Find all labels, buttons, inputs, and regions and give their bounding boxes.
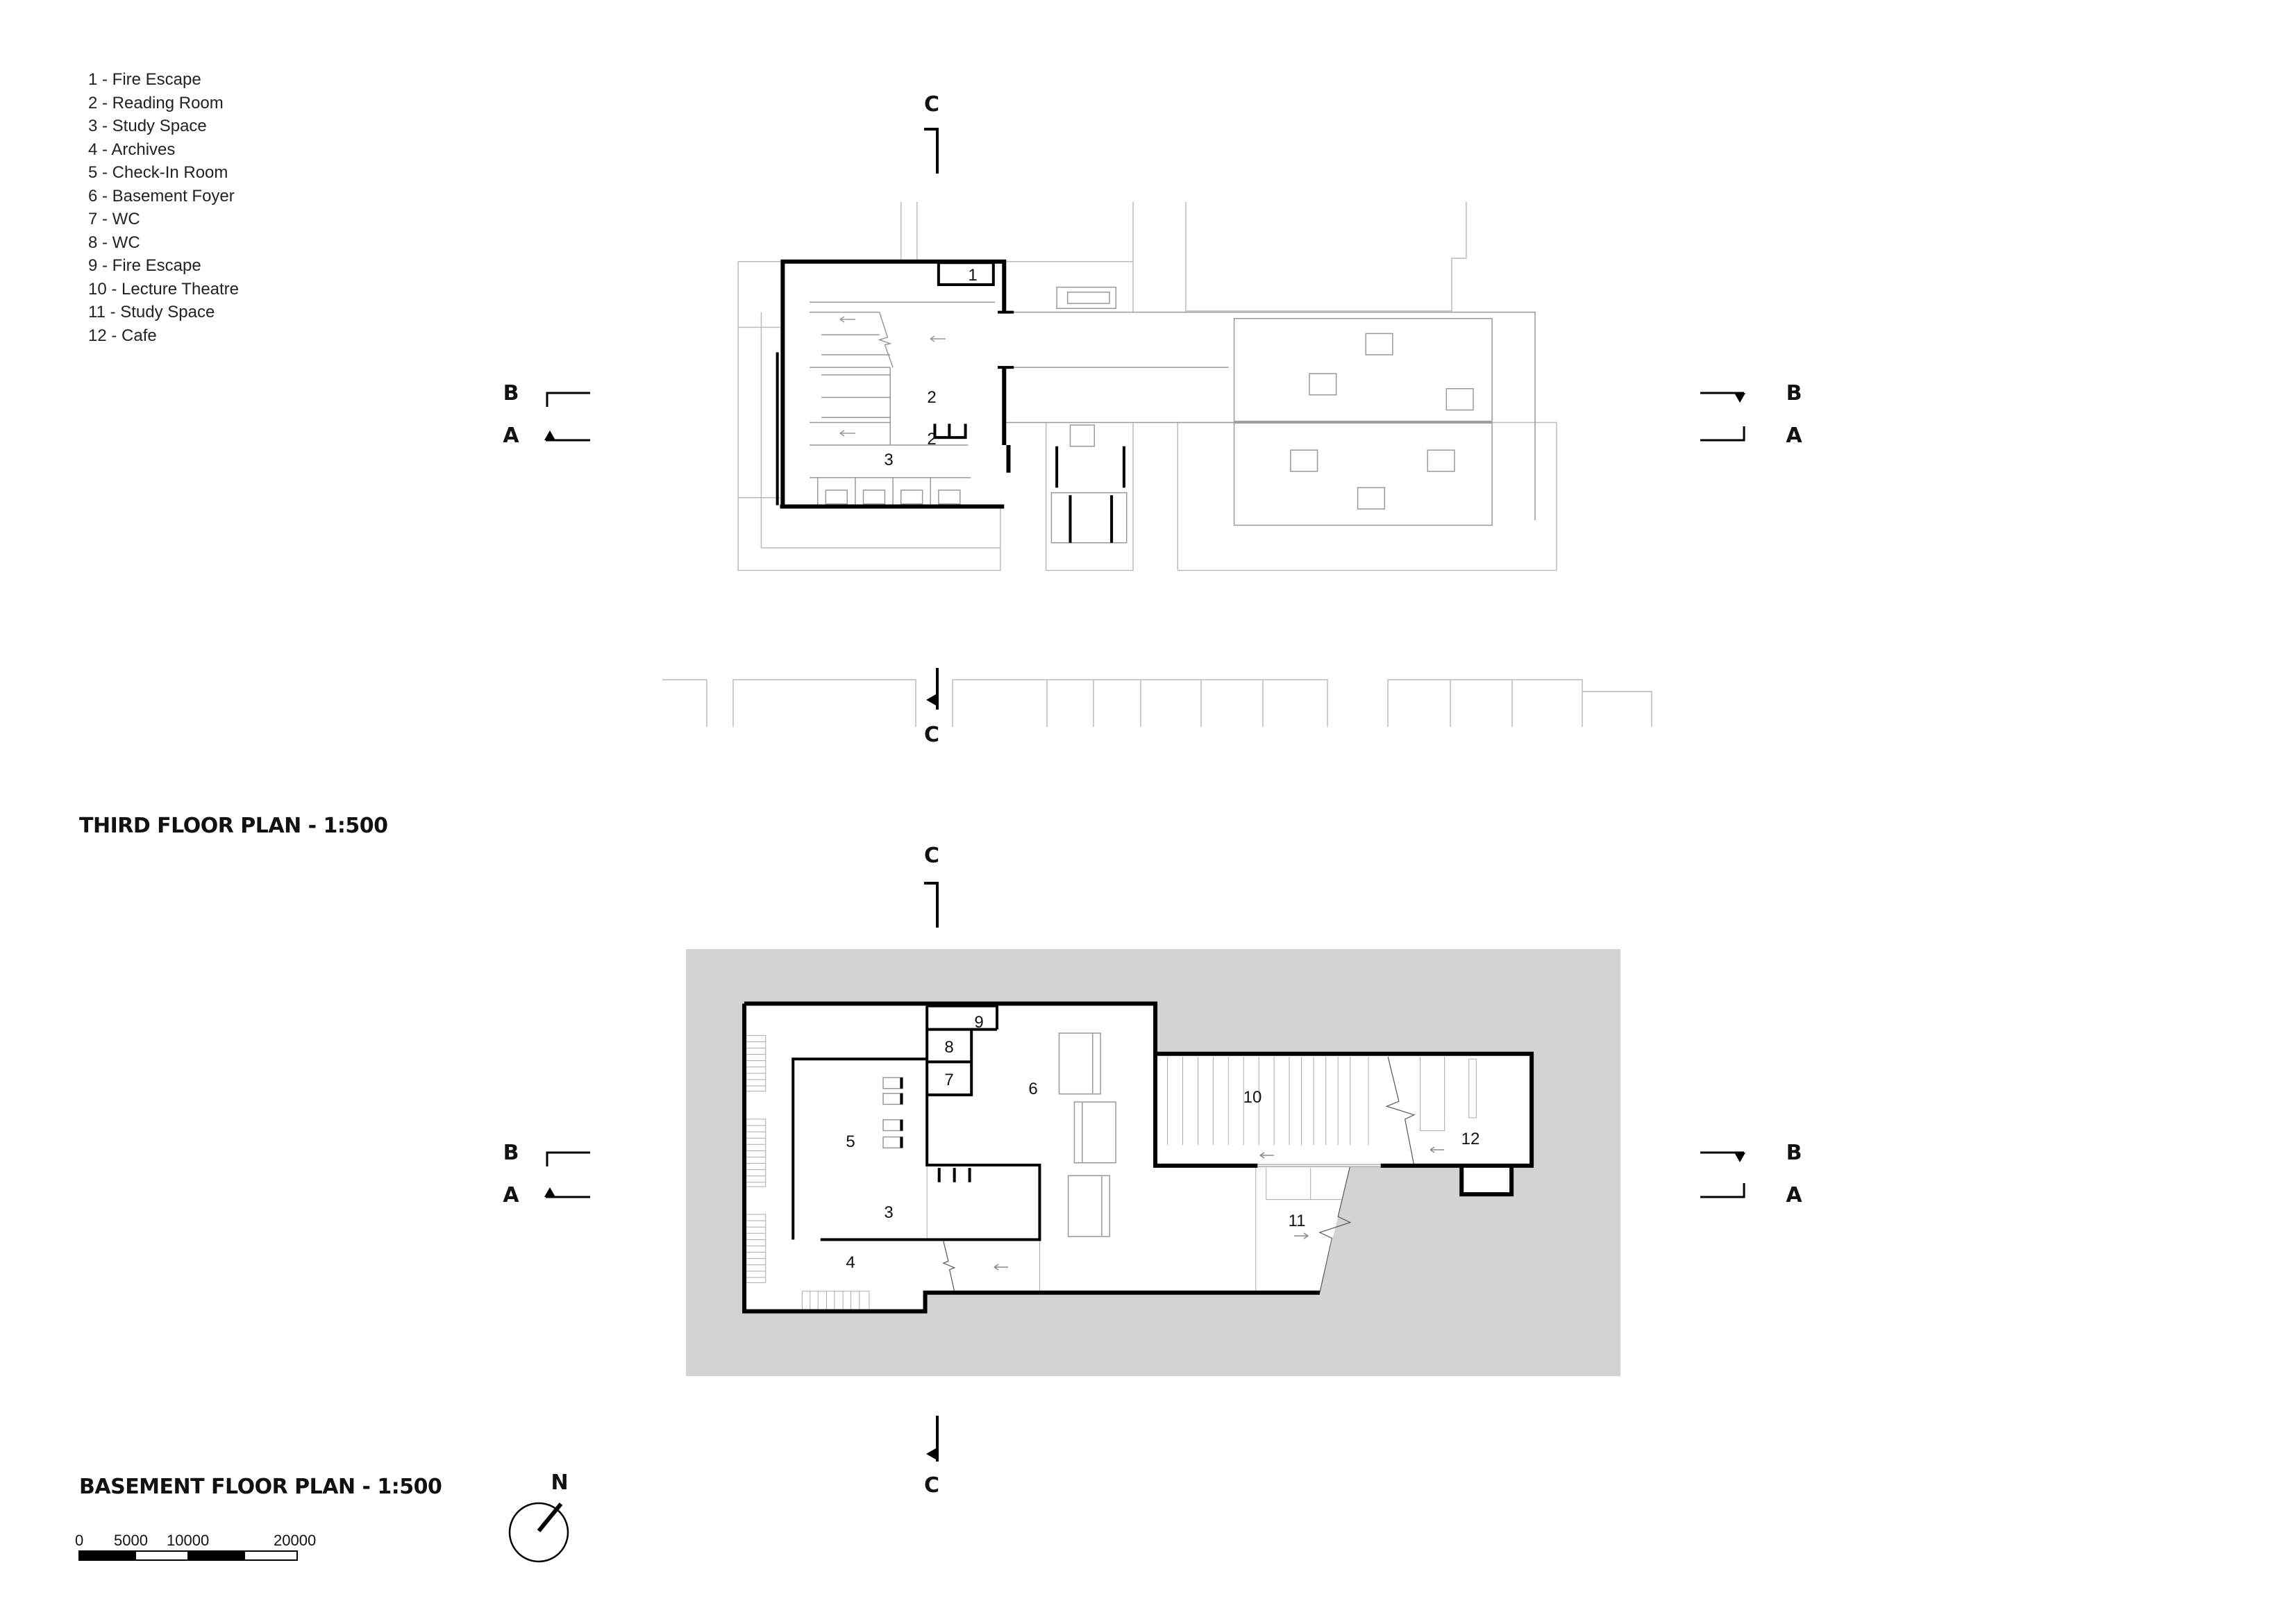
legend-item: 5 - Check-In Room — [88, 163, 228, 182]
room-label: 1 — [968, 266, 977, 285]
scale-label: 20000 — [274, 1532, 316, 1549]
svg-text:B: B — [503, 1141, 519, 1165]
legend-item: 12 - Cafe — [88, 326, 157, 345]
legend-item: 9 - Fire Escape — [88, 256, 201, 275]
scale-bar: 0 5000 10000 20000 — [75, 1532, 316, 1561]
street-context — [662, 679, 1652, 727]
room-label: 4 — [846, 1253, 855, 1272]
third-floor-title: THIRD FLOOR PLAN - 1:500 — [79, 814, 388, 838]
legend-item: 2 - Reading Room — [88, 93, 224, 112]
legend-item: 8 - WC — [88, 233, 140, 252]
north-arrow-icon: N — [508, 1471, 569, 1563]
room-label: 12 — [1461, 1130, 1480, 1148]
scale-segment — [188, 1551, 245, 1560]
room-label: 10 — [1243, 1088, 1262, 1107]
scale-label: 5000 — [114, 1532, 148, 1549]
section-a-right: A — [1700, 1183, 1802, 1207]
svg-text:A: A — [503, 1183, 519, 1207]
third-floor-plan: 1 2 2 3 C C B A B — [503, 92, 1802, 747]
scale-label: 10000 — [167, 1532, 209, 1549]
room-label: 7 — [944, 1071, 953, 1089]
section-a-left: A — [503, 424, 590, 448]
section-b-left: B — [503, 1141, 590, 1166]
section-a-left: A — [503, 1183, 590, 1207]
legend-item: 6 - Basement Foyer — [88, 186, 235, 206]
svg-text:B: B — [503, 381, 519, 405]
room-label: 5 — [846, 1132, 855, 1151]
svg-text:A: A — [1786, 1183, 1802, 1207]
legend-item: 10 - Lecture Theatre — [88, 279, 240, 299]
section-c-top: C — [924, 844, 939, 928]
section-b-left: B — [503, 381, 590, 407]
room-label: 3 — [884, 1203, 893, 1222]
section-a-right: A — [1700, 424, 1802, 448]
section-b-right: B — [1700, 381, 1802, 405]
room-label: 2 — [927, 388, 936, 407]
legend-item: 11 - Study Space — [88, 303, 215, 321]
section-c-bottom: C — [924, 668, 939, 747]
legend-item: 1 - Fire Escape — [88, 70, 201, 89]
svg-text:A: A — [503, 424, 519, 448]
room-label: 6 — [1028, 1080, 1037, 1098]
svg-text:A: A — [1786, 424, 1802, 448]
svg-text:C: C — [924, 92, 939, 117]
room-label: 9 — [974, 1013, 983, 1032]
room-label: 11 — [1289, 1212, 1306, 1230]
legend-item: 7 - WC — [88, 210, 140, 228]
room-label: 3 — [884, 451, 893, 469]
svg-text:C: C — [924, 844, 939, 868]
section-c-top: C — [924, 92, 939, 174]
svg-text:C: C — [924, 723, 939, 747]
svg-text:B: B — [1786, 1141, 1802, 1165]
room-legend: 1 - Fire Escape 2 - Reading Room 3 - Stu… — [88, 68, 239, 347]
scale-label: 0 — [75, 1532, 83, 1549]
svg-text:C: C — [924, 1473, 939, 1498]
room-label: 8 — [944, 1038, 953, 1057]
north-label: N — [551, 1471, 568, 1495]
section-c-bottom: C — [924, 1416, 939, 1498]
scale-segment — [79, 1551, 136, 1560]
svg-text:B: B — [1786, 381, 1802, 405]
legend-item: 4 - Archives — [88, 140, 176, 159]
basement-floor-plan: 9 8 7 6 10 12 5 3 11 4 C C B A B — [503, 844, 1802, 1498]
legend-item: 3 - Study Space — [88, 117, 207, 135]
section-b-right: B — [1700, 1141, 1802, 1165]
room-label: 2 — [927, 430, 936, 449]
circulation-arrows — [839, 316, 946, 437]
circulation-arrows — [994, 1146, 1444, 1271]
basement-title: BASEMENT FLOOR PLAN - 1:500 — [79, 1475, 442, 1499]
